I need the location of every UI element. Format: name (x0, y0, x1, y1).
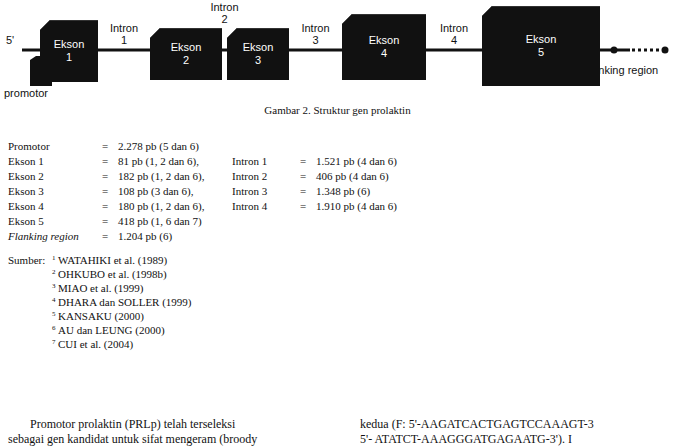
table-cell: = (300, 200, 306, 213)
flanking-dotted (632, 49, 660, 52)
flanking-dot (662, 47, 669, 54)
exon-edge (40, 20, 98, 30)
table-cell: = (102, 185, 108, 198)
intron-line (289, 49, 342, 52)
figure-caption: Gambar 2. Struktur gen prolaktin (0, 104, 675, 116)
exon-label: Ekson 3 (243, 41, 274, 67)
table-cell: = (300, 185, 306, 198)
table-cell: 406 pb (4 dan 6) (316, 170, 389, 183)
exon-label: Ekson 2 (171, 41, 202, 67)
table-cell: Ekson 5 (8, 215, 44, 228)
exon-box: Ekson 2 (150, 28, 222, 80)
reference-number: 1 (52, 252, 56, 265)
table-cell: Intron 3 (232, 185, 267, 198)
table-cell: = (102, 170, 108, 183)
table-cell: Ekson 3 (8, 185, 44, 198)
source-heading: Sumber: (8, 254, 45, 267)
table-cell: = (102, 200, 108, 213)
table-cell: Intron 4 (232, 200, 267, 213)
intron-label: Intron 3 (300, 22, 330, 46)
intron-label: Intron 2 (209, 1, 239, 25)
intron-line (98, 49, 150, 52)
table-cell: Intron 2 (232, 170, 267, 183)
exon-fill (227, 28, 289, 80)
table-cell: = (300, 155, 306, 168)
intron-line (222, 49, 227, 52)
exon-edge (482, 6, 600, 16)
exon-label: Ekson 1 (54, 38, 85, 64)
exon-box: Ekson 5 (482, 6, 600, 86)
table-cell: 418 pb (1, 6 dan 7) (118, 215, 202, 228)
reference-text: WATAHIKI et al. (1989) (58, 254, 167, 267)
reference-number: 4 (52, 294, 56, 307)
table-cell: 1.521 pb (4 dan 6) (316, 155, 397, 168)
reference-text: DHARA dan SOLLER (1999) (58, 296, 192, 309)
exon-label: Ekson 4 (369, 34, 400, 60)
reference-text: OHKUBO et al. (1998b) (58, 268, 167, 281)
table-cell: = (102, 155, 108, 168)
table-cell: 1.910 pb (4 dan 6) (316, 200, 397, 213)
table-cell: = (102, 215, 108, 228)
diagram-label: Flanking region (583, 64, 658, 77)
exon-fill (342, 14, 426, 80)
reference-text: MIAO et al. (1999) (58, 282, 144, 295)
table-cell: Ekson 1 (8, 155, 44, 168)
reference-text: AU dan LEUNG (2000) (58, 324, 165, 337)
table-cell: 81 pb (1, 2 dan 6), (118, 155, 199, 168)
body-text: Promotor prolaktin (PRLp) telah terselek… (30, 418, 235, 431)
table-cell: Intron 1 (232, 155, 267, 168)
intron-line (426, 49, 482, 52)
exon-box: Ekson 1 (40, 20, 98, 82)
table-cell: 2.278 pb (5 dan 6) (118, 140, 199, 153)
table-cell: Ekson 2 (8, 170, 44, 183)
reference-text: KANSAKU (2000) (58, 310, 144, 323)
reference-number: 6 (52, 322, 56, 335)
reference-number: 7 (52, 336, 56, 349)
exon-edge (342, 14, 426, 24)
reference-number: 5 (52, 308, 56, 321)
exon-fill (482, 6, 600, 86)
exon-box: Ekson 3 (227, 28, 289, 80)
exon-edge (150, 28, 222, 38)
diagram-label: promotor (4, 87, 48, 100)
exon-box: Ekson 4 (342, 14, 426, 80)
intron-label: Intron 4 (439, 22, 469, 46)
table-cell: 1.348 pb (6) (316, 185, 370, 198)
table-cell: Ekson 4 (8, 200, 44, 213)
body-text: 5'- ATATCT-AAAGGGATGAGAATG-3'). I (360, 433, 572, 446)
table-cell: 1.204 pb (6) (118, 230, 172, 243)
exon-edge (227, 28, 289, 38)
table-cell: Promotor (8, 140, 50, 153)
flanking-dot (611, 47, 618, 54)
table-cell: 108 pb (3 dan 6), (118, 185, 193, 198)
table-cell: 180 pb (1, 2 dan 6), (118, 200, 204, 213)
reference-number: 2 (52, 266, 56, 279)
table-cell: = (102, 140, 108, 153)
table-cell: Flanking region (8, 230, 79, 243)
diagram-label: 5' (6, 34, 14, 47)
table-cell: 182 pb (1, 2 dan 6), (118, 170, 204, 183)
body-text: sebagai gen kandidat untuk sifat mengera… (8, 433, 257, 446)
exon-fill (40, 20, 98, 82)
reference-number: 3 (52, 280, 56, 293)
table-cell: = (300, 170, 306, 183)
table-cell: = (102, 230, 108, 243)
intron-label: Intron 1 (109, 22, 139, 46)
reference-text: CUI et al. (2004) (58, 338, 133, 351)
exon-fill (150, 28, 222, 80)
exon-label: Ekson 5 (526, 33, 557, 59)
upstream-line (22, 49, 42, 52)
body-text: kedua (F: 5'-AAGATCACTGAGTCCAAAGT-3 (360, 418, 594, 431)
